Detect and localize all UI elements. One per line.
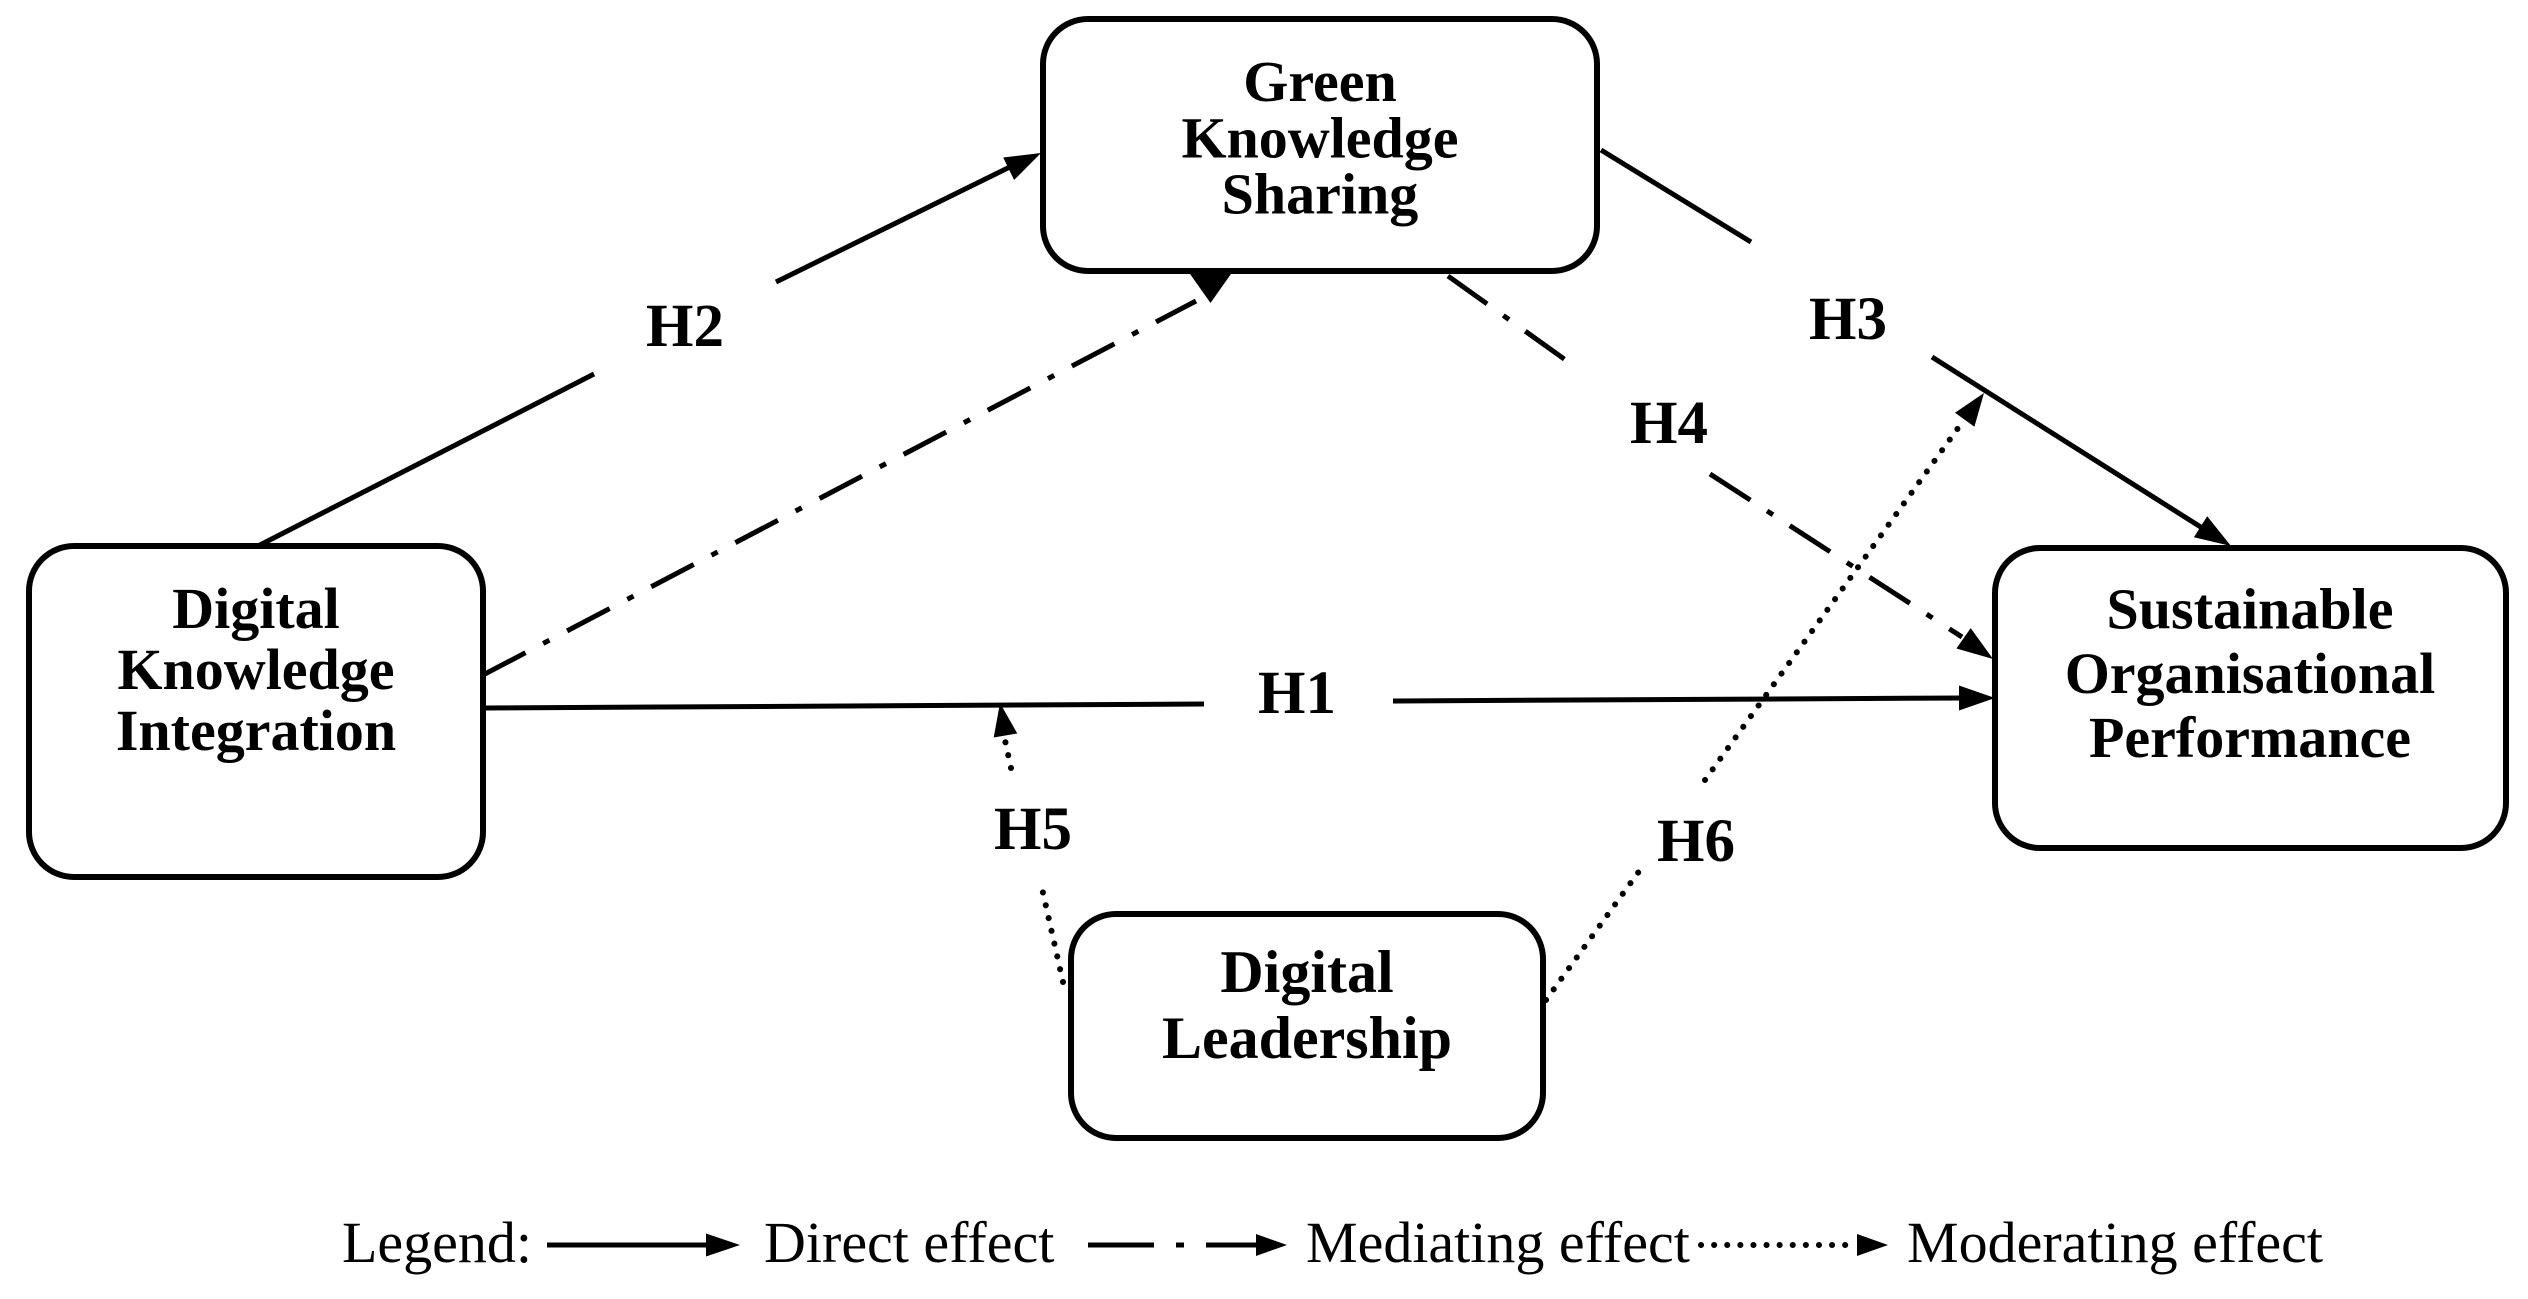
svg-text:H1: H1	[1258, 660, 1336, 727]
svg-text:H6: H6	[1657, 808, 1735, 875]
svg-text:Sharing: Sharing	[1222, 162, 1419, 227]
svg-text:Sustainable: Sustainable	[2107, 577, 2394, 642]
svg-text:H5: H5	[994, 796, 1072, 863]
svg-text:Knowledge: Knowledge	[1181, 106, 1458, 171]
svg-text:Direct effect: Direct effect	[764, 1210, 1054, 1275]
svg-text:Moderating effect: Moderating effect	[1907, 1210, 2323, 1275]
svg-text:H3: H3	[1809, 286, 1887, 353]
svg-text:Digital: Digital	[172, 576, 340, 641]
svg-text:Organisational: Organisational	[2065, 641, 2436, 706]
svg-text:Mediating effect: Mediating effect	[1306, 1210, 1690, 1275]
svg-text:Green: Green	[1243, 49, 1397, 114]
svg-text:Performance: Performance	[2089, 705, 2411, 770]
svg-text:H2: H2	[646, 293, 724, 360]
svg-text:Knowledge: Knowledge	[117, 637, 394, 702]
svg-text:Digital: Digital	[1220, 939, 1393, 1005]
svg-text:Legend:: Legend:	[342, 1210, 532, 1275]
svg-text:H4: H4	[1630, 390, 1708, 457]
svg-text:Integration: Integration	[116, 698, 396, 763]
svg-text:Leadership: Leadership	[1162, 1005, 1452, 1071]
